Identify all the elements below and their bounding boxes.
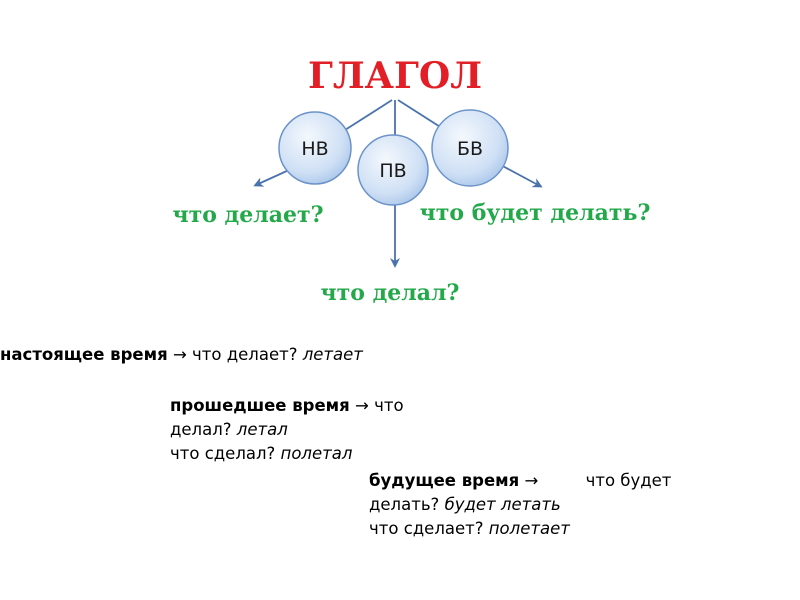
note-present-example: летает [302,345,363,364]
note-present-question: что делает? [192,345,298,364]
node-nv: НВ [278,111,352,185]
question-past: что делал? [321,280,460,306]
node-bv-label: БВ [457,138,483,160]
note-present: настоящее время → что делает? летает [0,343,363,367]
note-future-q1-start: что будет [585,471,672,490]
question-present: что делает? [172,202,323,228]
note-future: будущее время → что будет делать? будет … [369,469,671,541]
note-future-line1: будущее время → что будет [369,469,671,493]
node-pv-label: ПВ [379,160,406,182]
verb-diagram: ГЛАГОЛ НВ БВ ПВ что делает? что будет де… [172,55,651,306]
note-past-line2: делал? летал [170,418,404,442]
note-past-q2: что сделал? [170,444,276,463]
note-future-term: будущее время [369,471,520,490]
note-future-arrow: → [524,471,539,490]
note-future-q2: что сделает? [369,519,484,538]
connector-to-nv [344,99,393,131]
note-past-term: прошедшее время [170,396,350,415]
arrow-bv-down [496,162,543,188]
question-future: что будет делать? [420,200,651,226]
note-past-line3: что сделал? полетал [170,442,404,466]
note-future-example2: полетает [488,519,570,538]
note-future-q1-end: делать? [369,495,440,514]
note-present-term: настоящее время [0,345,168,364]
note-past-line1: прошедшее время → что [170,394,404,418]
note-future-example1: будет летать [444,495,561,514]
diagram-title: ГЛАГОЛ [308,55,482,97]
node-pv: ПВ [357,134,429,206]
connector-to-bv [397,99,446,131]
note-future-line3: что сделает? полетает [369,517,671,541]
note-past-example2: полетал [280,444,353,463]
node-bv: БВ [431,109,509,187]
note-past-q1-start: что [374,396,404,415]
note-past-arrow: → [355,396,369,415]
note-future-line2: делать? будет летать [369,493,671,517]
note-past: прошедшее время → что делал? летал что с… [170,394,404,466]
note-present-arrow: → [172,345,187,364]
node-nv-label: НВ [301,138,328,160]
note-past-q1-end: делал? [170,420,232,439]
note-past-example1: летал [236,420,288,439]
